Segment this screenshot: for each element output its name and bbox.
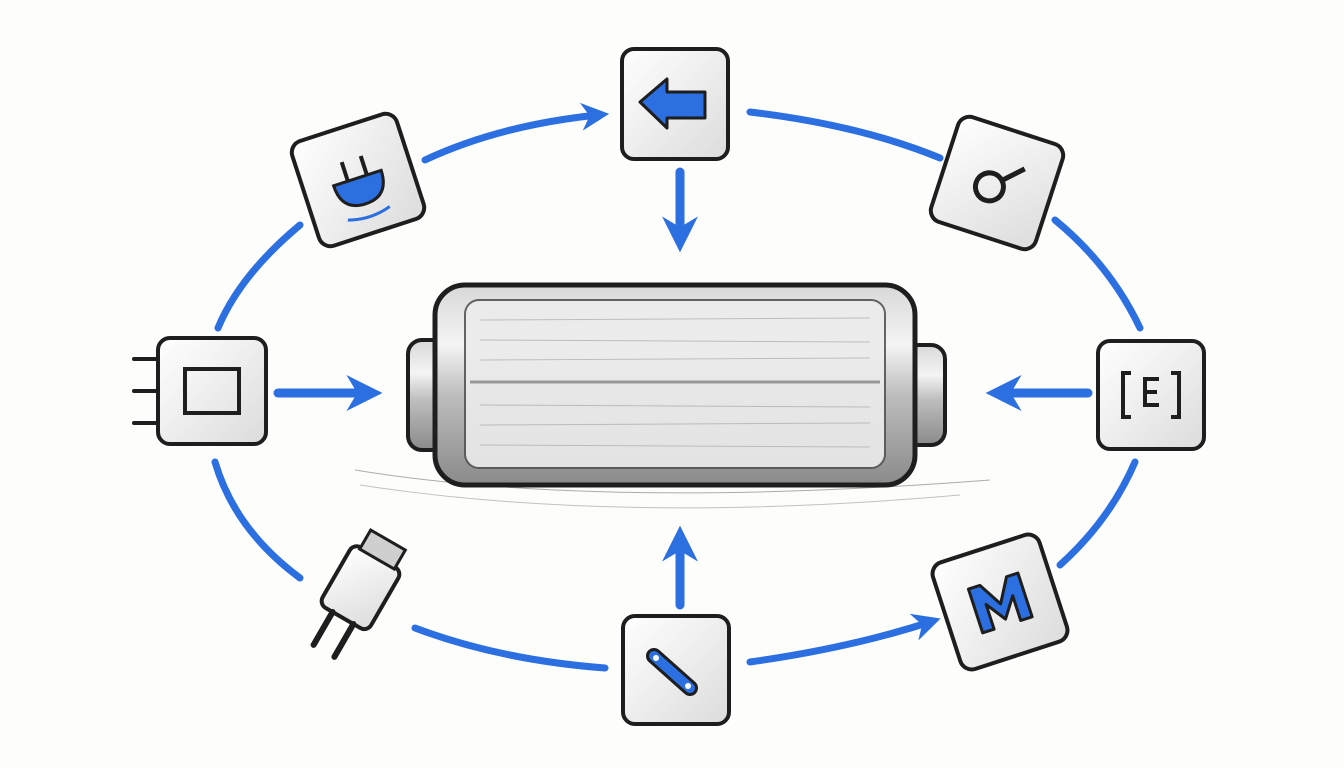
plug-socket-icon bbox=[331, 155, 391, 222]
connector-topleft-to-left bbox=[214, 221, 304, 332]
node-right bbox=[1096, 339, 1206, 451]
arrow-left-icon bbox=[638, 77, 707, 130]
link-icon bbox=[646, 648, 698, 696]
node-bottom-left bbox=[310, 527, 408, 660]
inward-arrows bbox=[273, 167, 1093, 610]
connector-bottom-to-bottomright bbox=[746, 613, 941, 666]
letter-m-icon bbox=[966, 571, 1034, 635]
battery-icon bbox=[354, 282, 991, 509]
connector-top-to-topright bbox=[746, 108, 944, 162]
node-top-right bbox=[928, 114, 1066, 252]
connector-bottomleft-to-bottom bbox=[411, 624, 609, 672]
node-bottom bbox=[621, 614, 731, 726]
connector-left-to-bottomleft bbox=[211, 458, 304, 582]
node-top bbox=[620, 47, 730, 161]
bracket-e-icon bbox=[1121, 371, 1181, 419]
connector-topright-to-right bbox=[1051, 216, 1144, 332]
plug-icon bbox=[310, 527, 408, 660]
connector-square-icon bbox=[183, 367, 241, 415]
connector-right-to-bottomright bbox=[1056, 458, 1139, 569]
cycle-connectors bbox=[211, 102, 1144, 672]
connector-topleft-to-top bbox=[421, 102, 610, 164]
node-left bbox=[132, 336, 268, 446]
key-icon bbox=[972, 166, 1026, 204]
node-bottom-right bbox=[930, 532, 1070, 672]
node-top-left bbox=[289, 111, 427, 249]
